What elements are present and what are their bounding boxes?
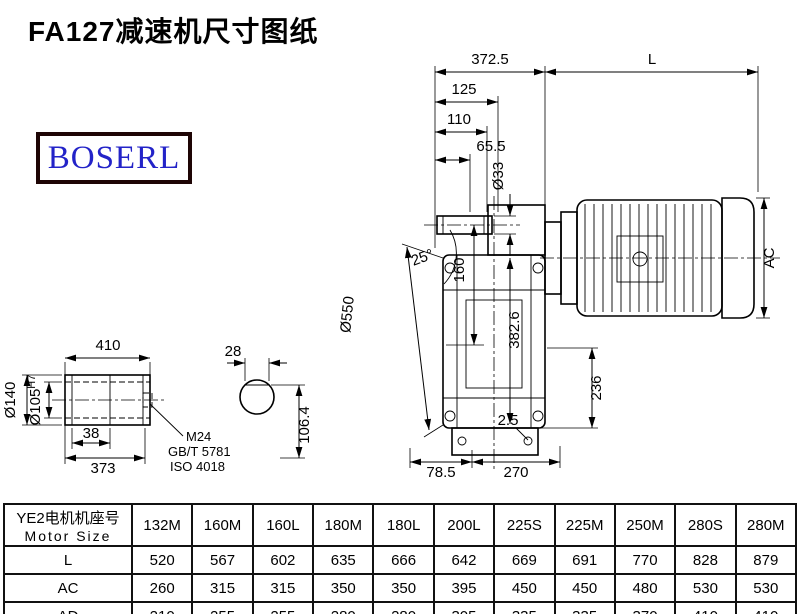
column-header: 250M xyxy=(613,503,677,547)
table-cell: 669 xyxy=(493,545,556,575)
dim-373-label: 373 xyxy=(90,460,115,477)
table-cell: 530 xyxy=(674,573,737,603)
table-header-motor-size: YE2电机机座号 Motor Size xyxy=(3,503,133,547)
row-label: L xyxy=(3,545,133,575)
output-shaft xyxy=(424,215,520,235)
column-header: 225S xyxy=(493,503,556,547)
table-cell: 520 xyxy=(130,545,194,575)
table-cell: 335 xyxy=(493,601,556,614)
dim-270-label: 270 xyxy=(503,464,528,481)
dim-125-label: 125 xyxy=(451,81,476,98)
table-cell: 450 xyxy=(493,573,556,603)
table-header-row: YE2电机机座号 Motor Size 132M 160M 160L 180M … xyxy=(3,503,798,547)
table-cell: 335 xyxy=(553,601,616,614)
table-cell: 260 xyxy=(130,573,194,603)
dim-28-label: 28 xyxy=(225,343,242,360)
column-header: 160L xyxy=(251,503,315,547)
row-label: AD xyxy=(3,601,133,614)
table-cell: 770 xyxy=(613,545,677,575)
table-cell: 210 xyxy=(130,601,194,614)
column-header: 225M xyxy=(553,503,616,547)
table-row-AD: AD 210 255 255 280 280 305 335 335 370 4… xyxy=(3,601,798,614)
dim-382-6-label: 382.6 xyxy=(506,311,523,349)
dim-38-label: 38 xyxy=(83,425,100,442)
table-cell: 828 xyxy=(674,545,737,575)
table-cell: 879 xyxy=(734,545,798,575)
table-cell: 480 xyxy=(613,573,677,603)
dim-dia105-tolerance: H7 xyxy=(26,375,38,389)
boserl-logo: BOSERL xyxy=(36,132,192,184)
table-cell: 642 xyxy=(432,545,496,575)
standard-gb-label: GB/T 5781 xyxy=(168,444,231,459)
column-header: 280M xyxy=(734,503,798,547)
logo-text: BOSERL xyxy=(47,139,181,176)
dim-angle-25-label: 25° xyxy=(409,246,436,270)
table-cell: 350 xyxy=(312,573,375,603)
main-view: 372.5 L 125 110 65.5 Ø33 xyxy=(337,51,780,481)
dim-dia33-label: Ø33 xyxy=(490,162,507,190)
column-header: 180L xyxy=(372,503,435,547)
dim-106-4-label: 106.4 xyxy=(296,406,313,444)
motor-fins xyxy=(584,204,712,312)
fan-cowl xyxy=(721,197,755,319)
table-row-AC: AC 260 315 315 350 350 395 450 450 480 5… xyxy=(3,573,798,603)
dim-L-label: L xyxy=(648,51,656,68)
technical-drawing: 372.5 L 125 110 65.5 Ø33 xyxy=(2,51,780,481)
table-cell: 305 xyxy=(432,601,496,614)
page-title: FA127减速机尺寸图纸 xyxy=(28,16,319,47)
table-cell: 255 xyxy=(191,601,254,614)
dim-dia550-label: Ø550 xyxy=(337,295,358,333)
motor xyxy=(540,197,780,319)
table-cell: 602 xyxy=(251,545,315,575)
dim-2-5-label: 2.5 xyxy=(498,412,519,429)
table-cell: 315 xyxy=(251,573,315,603)
motor-nameplate xyxy=(616,235,664,283)
keyway-section-view: 28 106.4 xyxy=(225,343,313,459)
table-cell: 280 xyxy=(372,601,435,614)
table-cell: 350 xyxy=(372,573,435,603)
table-header-cn: YE2电机机座号 xyxy=(16,509,120,527)
table-row-L: L 520 567 602 635 666 642 669 691 770 82… xyxy=(3,545,798,575)
column-header: 160M xyxy=(191,503,254,547)
dim-dia105-value: Ø105 xyxy=(27,389,44,426)
table-cell: 315 xyxy=(191,573,254,603)
dim-236-label: 236 xyxy=(588,375,605,400)
column-header: 200L xyxy=(432,503,496,547)
table-cell: 395 xyxy=(432,573,496,603)
table-cell: 410 xyxy=(674,601,737,614)
thread-label: M24 xyxy=(186,429,211,444)
table-cell: 567 xyxy=(191,545,254,575)
table-cell: 530 xyxy=(734,573,798,603)
main-dimensions: 372.5 L 125 110 65.5 Ø33 xyxy=(337,51,778,481)
shaft-detail-view: 410 Ø140 Ø105H7 38 373 M24 GB/T 5 xyxy=(2,337,231,477)
dim-78-5-label: 78.5 xyxy=(426,464,455,481)
dim-dia105-label: Ø105H7 xyxy=(26,375,44,426)
motor-size-table: YE2电机机座号 Motor Size 132M 160M 160L 180M … xyxy=(3,503,798,614)
table-cell: 450 xyxy=(553,573,616,603)
m24-tapped-hole xyxy=(142,392,153,408)
column-header: 132M xyxy=(130,503,194,547)
table-cell: 280 xyxy=(312,601,375,614)
table-cell: 635 xyxy=(312,545,375,575)
dim-410-label: 410 xyxy=(95,337,120,354)
gearbox-body xyxy=(442,196,546,472)
dim-AC-label: AC xyxy=(761,247,778,268)
dim-dia140-label: Ø140 xyxy=(2,382,19,419)
table-header-en: Motor Size xyxy=(24,527,112,544)
table-cell: 370 xyxy=(613,601,677,614)
dim-110-label: 110 xyxy=(447,111,471,128)
dim-372-5-label: 372.5 xyxy=(471,51,509,68)
column-header: 280S xyxy=(674,503,737,547)
dim-65-5-label: 65.5 xyxy=(476,138,505,155)
table-cell: 666 xyxy=(372,545,435,575)
row-label: AC xyxy=(3,573,133,603)
table-cell: 691 xyxy=(553,545,616,575)
column-header: 180M xyxy=(312,503,375,547)
table-cell: 255 xyxy=(251,601,315,614)
standard-iso-label: ISO 4018 xyxy=(170,459,225,474)
table-cell: 410 xyxy=(734,601,798,614)
